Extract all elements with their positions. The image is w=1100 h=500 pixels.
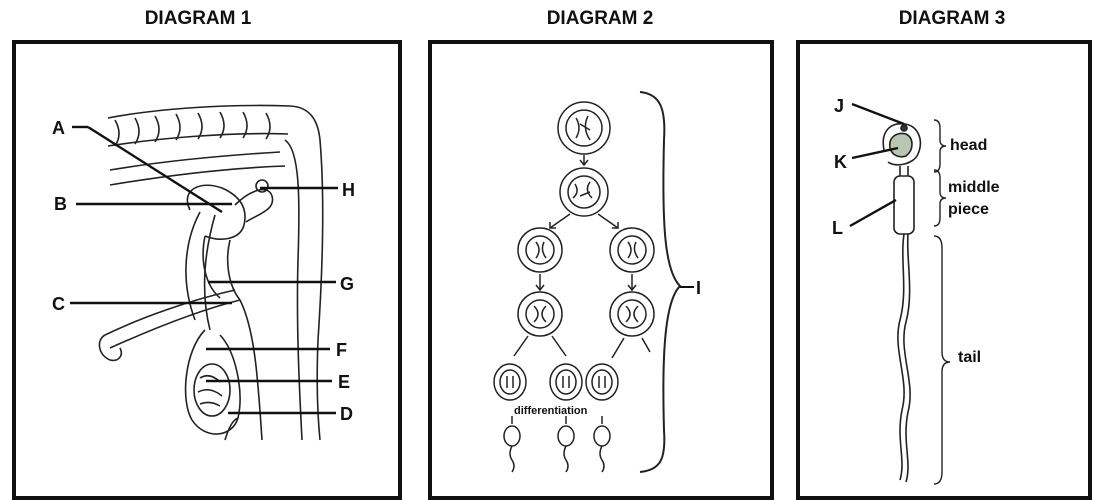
part-piece-label: piece: [948, 201, 989, 218]
diagram-3-braces: [933, 119, 951, 485]
label-g: G: [340, 274, 354, 294]
differentiation-caption: differentiation: [514, 405, 588, 417]
diagram-1-leader-lines: [70, 125, 338, 415]
label-f: F: [336, 340, 347, 360]
diagram-2-panel: [428, 40, 774, 500]
diagram-3-title: DIAGRAM 3: [898, 8, 1006, 29]
diagram-3-leader-lines: [849, 102, 905, 228]
label-k: K: [834, 152, 847, 172]
label-c: C: [52, 294, 65, 314]
diagram-1-title: DIAGRAM 1: [144, 8, 252, 29]
part-head-label: head: [950, 137, 987, 154]
part-middle-label: middle: [948, 179, 1000, 196]
label-a: A: [52, 118, 65, 138]
diagram-2-title: DIAGRAM 2: [546, 8, 654, 29]
spermatogenesis-illustration: [493, 91, 682, 473]
label-d: D: [340, 404, 353, 424]
sperm-cell-illustration: [882, 122, 922, 483]
label-j: J: [834, 96, 844, 116]
part-tail-label: tail: [958, 349, 981, 366]
label-l: L: [832, 218, 843, 238]
label-e: E: [338, 372, 350, 392]
label-b: B: [54, 194, 67, 214]
diagram-1-panel: [12, 40, 402, 500]
label-i: I: [696, 278, 701, 298]
label-h: H: [342, 180, 355, 200]
